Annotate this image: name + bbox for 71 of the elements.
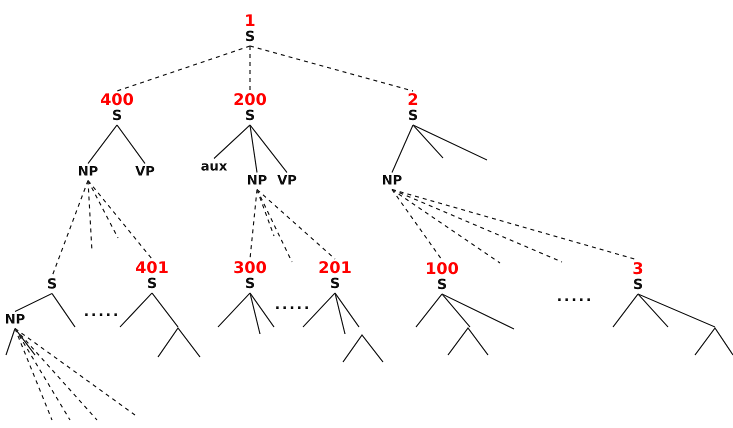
dashed-line: [14, 328, 71, 420]
branch-line: [412, 124, 444, 158]
ellipsis-dots: .....: [274, 300, 312, 310]
node-number: 401: [135, 259, 169, 276]
branch-line: [218, 292, 250, 328]
dashed-line: [392, 188, 562, 263]
branch-line: [334, 292, 346, 334]
ellipsis-dots: .....: [556, 292, 594, 302]
branch-line: [250, 292, 274, 328]
dashed-line: [249, 46, 251, 91]
branch-line: [214, 124, 250, 159]
branch-line: [52, 293, 76, 328]
node-number: 200: [233, 91, 267, 108]
category-label: S: [632, 277, 644, 294]
dashed-line: [14, 328, 53, 420]
node-number: 3: [632, 260, 644, 277]
category-label: VP: [135, 164, 155, 180]
branch-line: [5, 328, 16, 356]
dashed-line: [250, 45, 414, 92]
branch-line: [442, 294, 470, 328]
branch-line: [116, 124, 146, 164]
dashed-line: [249, 189, 258, 260]
category-label: S: [244, 29, 256, 46]
node-number: 100: [425, 260, 459, 277]
branch-line: [249, 124, 258, 173]
category-label: S: [46, 276, 58, 294]
node-number: 400: [100, 91, 134, 108]
dashed-line: [88, 180, 152, 260]
dashed-line: [256, 189, 336, 260]
branch-line: [14, 292, 52, 312]
dashed-line: [392, 189, 442, 260]
dashed-line: [256, 189, 275, 236]
node-number: 2: [407, 91, 419, 108]
node-number: 1: [244, 12, 256, 29]
category-label: aux: [200, 158, 228, 176]
branch-line: [250, 124, 288, 173]
dashed-line: [14, 328, 136, 416]
category-label: S: [408, 108, 418, 125]
dashed-line: [14, 328, 98, 420]
category-label: S: [146, 276, 158, 293]
branch-line: [302, 292, 336, 328]
category-label: S: [244, 108, 256, 125]
category-label: S: [330, 276, 340, 293]
category-label: NP: [4, 312, 26, 328]
category-label: S: [436, 277, 448, 294]
branch-line: [638, 293, 716, 328]
category-label: NP: [246, 172, 268, 190]
dashed-line: [392, 189, 500, 264]
branch-line: [120, 292, 152, 328]
branch-line: [442, 293, 514, 330]
branch-line: [249, 292, 261, 334]
branch-line: [638, 294, 668, 328]
branch-line: [88, 124, 118, 164]
node-number: 201: [318, 259, 352, 276]
branch-line: [412, 124, 488, 161]
category-label: S: [244, 276, 256, 293]
ellipsis-dots: .....: [84, 307, 120, 317]
branch-line: [391, 124, 414, 173]
branch-line: [334, 292, 360, 328]
dashed-line: [116, 45, 250, 92]
branch-line: [612, 294, 638, 328]
branch-line: [152, 292, 178, 328]
dashed-line: [256, 189, 293, 262]
dashed-line: [51, 180, 89, 277]
node-number: 300: [233, 259, 267, 276]
category-label: VP: [277, 172, 297, 190]
category-label: S: [112, 108, 122, 125]
dashed-line: [87, 180, 119, 238]
category-label: NP: [78, 164, 98, 180]
branch-line: [416, 294, 442, 328]
category-label: NP: [382, 172, 402, 190]
